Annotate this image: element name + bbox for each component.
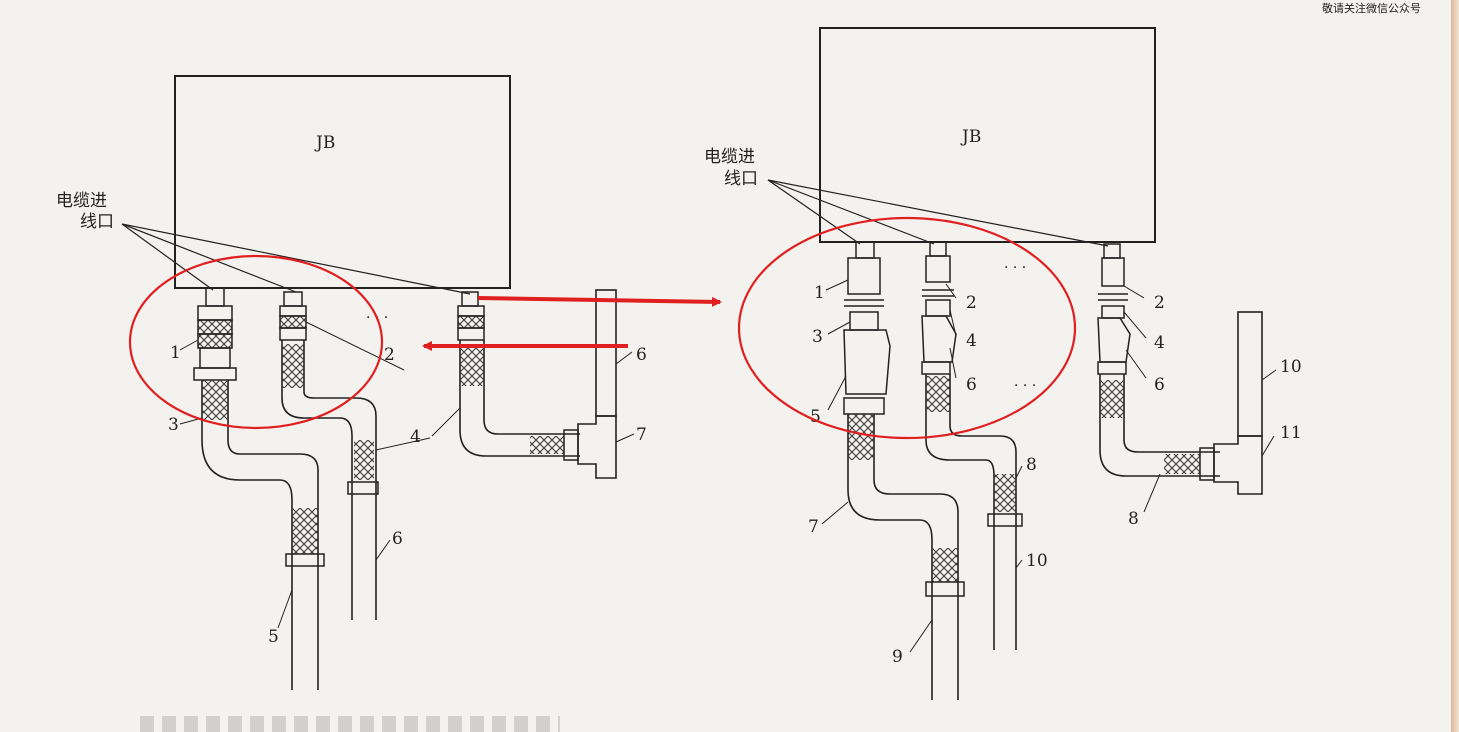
right-braid-mid — [926, 376, 950, 412]
right-conduit-11 — [1099, 374, 1220, 477]
left-callout-7: 7 — [636, 425, 647, 445]
right-ellipsis-mid: · · · — [1014, 378, 1036, 394]
left-callout-leaders — [179, 321, 635, 629]
left-braid-6 — [354, 440, 374, 480]
right-callout-6b: 6 — [1154, 375, 1165, 395]
left-braid-4 — [282, 344, 304, 388]
arrow-to-right — [477, 296, 722, 307]
right-callout-2a: 2 — [966, 293, 977, 313]
left-braid-5 — [292, 508, 318, 554]
right-coupler-10 — [987, 513, 1023, 527]
right-callout-10b: 10 — [1280, 357, 1302, 377]
left-vertical-pipe — [595, 289, 617, 417]
right-callout-leaders — [821, 279, 1277, 653]
right-callout-9: 9 — [892, 647, 903, 667]
left-leader-lines — [121, 223, 471, 295]
right-braid-7 — [848, 414, 874, 460]
right-braid-8b — [1164, 454, 1200, 474]
left-braid-7 — [530, 436, 564, 454]
watermark-text: 敬请关注微信公众号 — [1322, 2, 1421, 15]
left-callout-5: 5 — [268, 627, 279, 647]
right-ellipsis-top: · · · — [1004, 260, 1026, 276]
left-junction-box — [174, 75, 511, 289]
right-callout-3: 3 — [812, 327, 823, 347]
right-entry-label-line2: 线口 — [724, 169, 758, 189]
right-callout-2b: 2 — [1154, 293, 1165, 313]
left-callout-2: 2 — [384, 345, 395, 365]
left-braid-3 — [202, 380, 228, 420]
right-entry-label-line1: 电缆进 — [704, 147, 755, 167]
right-callout-8b: 8 — [1128, 509, 1139, 529]
left-conduit-6 — [281, 340, 377, 620]
right-leader-lines — [767, 179, 1109, 247]
right-highlight-ellipse — [737, 216, 1077, 440]
right-braid-8 — [994, 474, 1016, 512]
right-elbow-fitting — [1213, 435, 1263, 495]
left-entry-label-line2: 线口 — [80, 212, 114, 232]
right-box-label: JB — [960, 127, 981, 147]
left-callout-1: 1 — [170, 343, 181, 363]
right-callout-5: 5 — [810, 407, 821, 427]
left-callout-4: 4 — [410, 427, 421, 447]
right-coupler-9 — [925, 581, 965, 597]
left-elbow-fitting — [577, 415, 617, 479]
right-braid-conduit-right — [1100, 380, 1124, 418]
left-braid-conduit-right — [460, 346, 484, 386]
right-port-3-gland — [1097, 243, 1131, 375]
left-port-2-gland — [279, 291, 307, 341]
right-callout-7: 7 — [808, 517, 819, 537]
left-coupler-5 — [285, 553, 325, 567]
left-callout-3: 3 — [168, 415, 179, 435]
left-entry-label-line1: 电缆进 — [56, 191, 107, 211]
right-conduit-10 — [925, 374, 1017, 650]
right-port-1-gland — [843, 241, 891, 415]
right-conduit-9 — [847, 414, 959, 700]
right-junction-box — [819, 27, 1156, 243]
right-callout-4b: 4 — [1154, 333, 1165, 353]
right-callout-11: 11 — [1280, 423, 1302, 443]
left-conduit-5 — [201, 380, 319, 690]
right-callout-10a: 10 — [1026, 551, 1048, 571]
right-braid-9 — [932, 548, 958, 582]
left-conduit-7 — [459, 340, 580, 457]
left-callout-6b: 6 — [392, 529, 403, 549]
cropped-caption — [140, 716, 560, 732]
highlight-annotations — [128, 216, 1077, 440]
left-highlight-ellipse — [128, 254, 384, 430]
page-edge-strip — [1451, 0, 1459, 732]
left-box-label: JB — [314, 133, 335, 153]
right-vertical-pipe — [1237, 311, 1263, 437]
left-port-1-gland — [193, 287, 237, 381]
left-callout-6a: 6 — [636, 345, 647, 365]
right-callout-6a: 6 — [966, 375, 977, 395]
left-coupler-6 — [347, 481, 379, 495]
right-callout-4a: 4 — [966, 331, 977, 351]
left-port-3-gland — [457, 291, 485, 341]
right-callout-8a: 8 — [1026, 455, 1037, 475]
right-callout-1: 1 — [814, 283, 825, 303]
right-port-2-gland — [921, 241, 957, 375]
right-diagram: JB 电缆进 线口 — [704, 27, 1302, 700]
left-diagram: JB 电缆进 线口 — [56, 75, 647, 690]
